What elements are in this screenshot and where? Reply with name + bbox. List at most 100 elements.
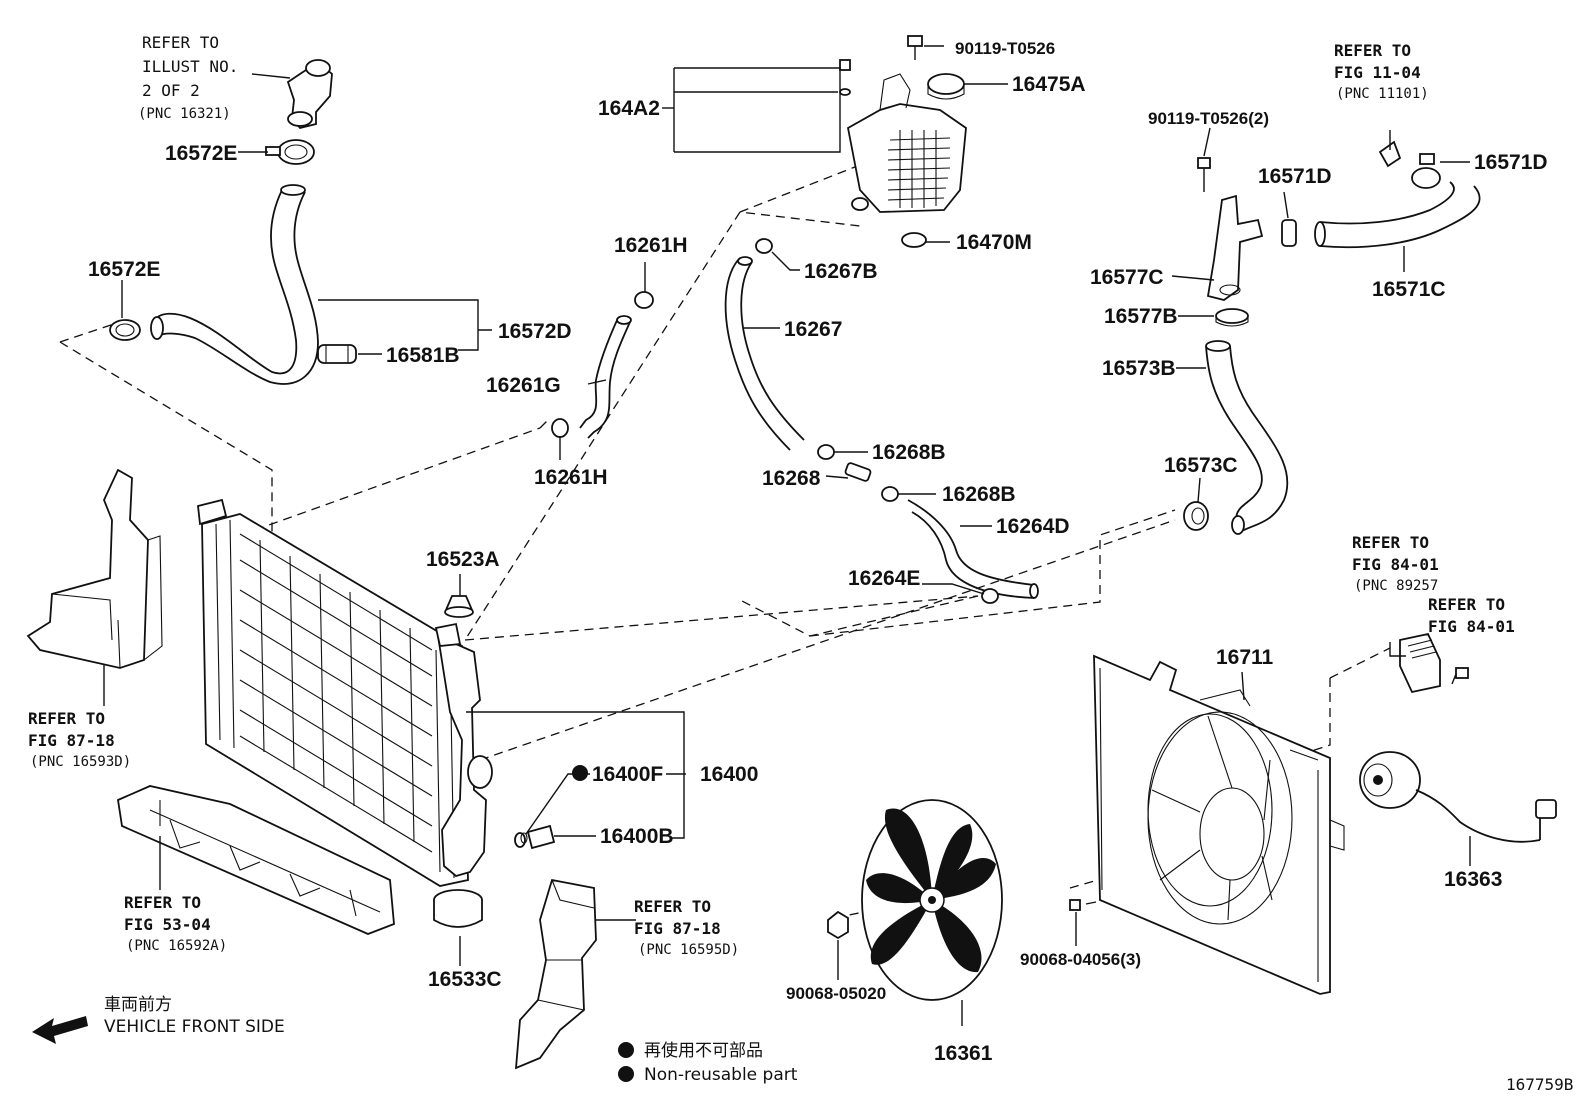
hose-16573B-illustration [1205,340,1289,535]
part-label-16261H: 16261H [614,234,688,257]
fan-16361-illustration [861,799,1003,1001]
part-label-16268: 16268 [762,467,821,490]
reference-note-fig84-01-relay: REFER TO FIG 84-01 (PNC 89257 [1352,533,1439,594]
upper-radiator-hose-16572D-illustration [150,184,319,385]
reference-note-fig11-04: REFER TO FIG 11-04 (PNC 11101) [1334,41,1429,102]
clamp-16572E-top-illustration [265,139,315,165]
svg-text:2 OF 2: 2 OF 2 [142,81,200,100]
part-label-16571C: 16571C [1372,278,1446,301]
part-label-16572E: 16572E [165,142,237,165]
radiator-16400-illustration [197,498,493,887]
part-label-90068-04056: 90068-04056(3) [1020,950,1141,969]
gasket-16577B-illustration [1215,308,1249,327]
clamp-16261H-top-illustration [634,291,654,309]
part-label-16573B: 16573B [1102,357,1176,380]
clamp-16268B-bottom-illustration [881,486,899,502]
air-guide-16595D-illustration [514,878,597,1070]
reservoir-tank-illustration [846,73,967,213]
shroud-16711-illustration [1093,654,1345,995]
non-reusable-label-jp: 再使用不可部品 [644,1040,763,1061]
reference-note-fig87-18-bottom: REFER TO FIG 87-18 (PNC 16595D) [634,897,739,958]
svg-text:ILLUST NO.: ILLUST NO. [142,57,238,76]
part-label-16268B: 16268B [942,483,1016,506]
part-label-16267: 16267 [784,318,842,341]
svg-text:REFER TO: REFER TO [124,893,201,912]
part-label-16400F: 16400F [592,763,663,786]
part-label-16361: 16361 [934,1042,993,1065]
non-reusable-legend-dot-icon [618,1042,634,1058]
water-outlet-illustration [286,59,333,130]
clamp-16261H-bottom-illustration [551,418,569,438]
reference-note-illust-2of2: REFER TO ILLUST NO. 2 OF 2 (PNC 16321) [138,33,238,122]
svg-text:FIG 84-01: FIG 84-01 [1352,555,1439,574]
o-ring-16400F-illustration [520,832,528,844]
svg-text:(PNC 16592A): (PNC 16592A) [126,938,227,954]
svg-text:(PNC 16321): (PNC 16321) [138,106,231,122]
non-reusable-legend-dot-icon [618,1066,634,1082]
part-label-16711: 16711 [1216,646,1274,669]
clamp-16268B-top-illustration [817,444,835,460]
part-label-16577B: 16577B [1104,305,1178,328]
clamp-16581B-illustration [317,344,357,364]
part-label-90068-05020: 90068-05020 [786,984,886,1003]
part-label-16400: 16400 [700,763,758,786]
part-label-16268B: 16268B [872,441,946,464]
tank-cap-16475A-illustration [927,73,965,100]
svg-text:FIG 84-01: FIG 84-01 [1428,617,1515,636]
svg-text:REFER TO: REFER TO [142,33,219,52]
bolt-90119-T0526-illustration [907,35,923,60]
svg-text:FIG 11-04: FIG 11-04 [1334,63,1421,82]
svg-text:(PNC 89257: (PNC 89257 [1354,578,1438,594]
fan-relay-connector-illustration [1399,632,1469,694]
part-label-16261G: 16261G [486,374,561,397]
hose-16267-illustration [724,256,805,451]
part-label-90119-T0526: 90119-T0526 [955,39,1055,58]
union-16268-illustration [844,462,872,482]
part-label-16572D: 16572D [498,320,572,343]
non-reusable-marker [572,765,588,781]
non-reusable-label: Non-reusable part [644,1065,798,1085]
hose-16261G-illustration [579,315,632,439]
part-label-16577C: 16577C [1090,266,1164,289]
plug-164A2-illustration [839,59,851,96]
svg-text:(PNC 16595D): (PNC 16595D) [638,942,739,958]
part-label-16475A: 16475A [1012,73,1086,96]
part-label-16261H: 16261H [534,466,608,489]
svg-text:FIG 53-04: FIG 53-04 [124,915,211,934]
part-label-16571D: 16571D [1258,165,1332,188]
cap-16533C-illustration [433,889,483,928]
part-label-16363: 16363 [1444,868,1502,891]
vehicle-front-label: VEHICLE FRONT SIDE [104,1017,285,1037]
svg-text:(PNC 11101): (PNC 11101) [1336,86,1429,102]
reference-note-fig84-01-bolt: REFER TO FIG 84-01 [1428,595,1515,636]
radiator-support-seal-16592A-illustration [117,785,395,935]
air-guide-16593D-illustration [26,468,163,669]
part-label-164A2: 164A2 [598,97,660,120]
water-inlet-16577C-illustration [1206,194,1264,301]
reference-note-fig53-04: REFER TO FIG 53-04 (PNC 16592A) [124,893,227,954]
part-label-16264E: 16264E [848,567,920,590]
vehicle-front-arrow-icon [32,1016,88,1044]
nut-90068-05020-illustration [827,910,849,940]
part-label-16400B: 16400B [600,825,674,848]
part-label-16581B: 16581B [386,344,460,367]
clamp-16267B-illustration [755,238,773,254]
svg-text:(PNC 16593D): (PNC 16593D) [30,754,131,770]
hose-16571C-illustration [1314,181,1481,249]
part-label-16264D: 16264D [996,515,1070,538]
clamp-16571D-right-illustration [1411,153,1441,189]
part-label-16573C: 16573C [1164,454,1238,477]
bolt-90068-04056-illustration [1069,899,1097,911]
svg-text:REFER TO: REFER TO [634,897,711,916]
part-label-16572E: 16572E [88,258,160,281]
illustration-id: 167759B [1506,1075,1573,1094]
part-label-90119-T0526-2: 90119-T0526(2) [1148,109,1269,128]
svg-text:FIG 87-18: FIG 87-18 [634,919,721,938]
drain-cock-16400B-illustration [514,824,556,850]
hose-16264D-illustration [907,499,1039,599]
assembly-dashed-lines [59,164,1391,919]
clamp-16572E-left-illustration [109,319,141,341]
bolt-90119-T0526-2-illustration [1197,157,1211,192]
part-label-16533C: 16533C [428,968,502,991]
